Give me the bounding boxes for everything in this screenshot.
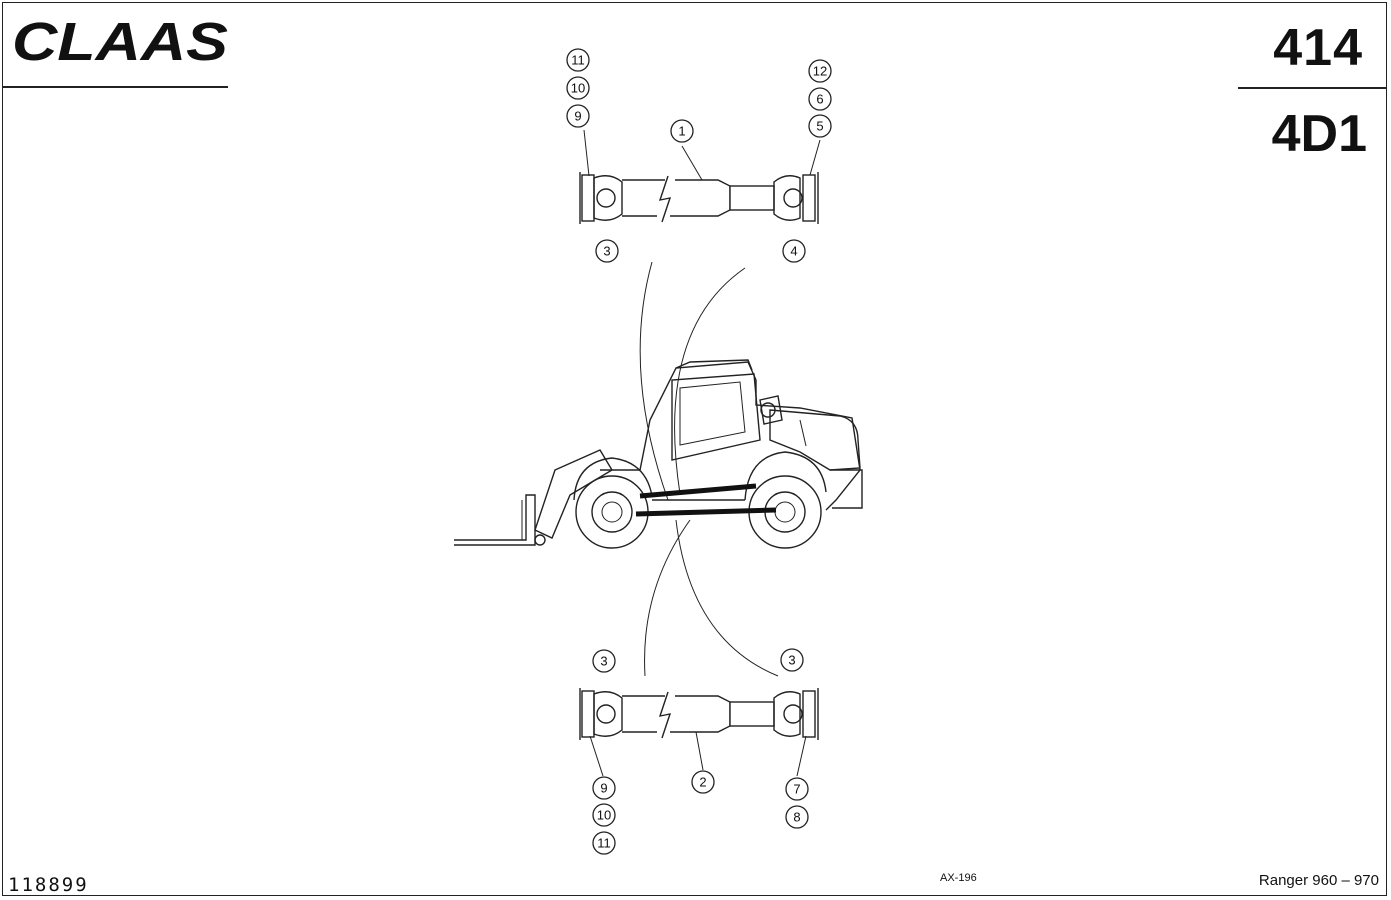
callout-8: 8: [785, 805, 809, 829]
svg-text:9: 9: [574, 109, 581, 124]
svg-text:7: 7: [793, 782, 800, 797]
callout-3-lower-left: 3: [592, 649, 616, 673]
callout-2: 2: [691, 770, 715, 794]
claas-logo: CLAAS: [12, 14, 228, 70]
reference-lines: [639, 261, 779, 677]
model-designation: Ranger 960 – 970: [1258, 872, 1379, 889]
svg-text:11: 11: [571, 53, 585, 68]
callout-3-upper: 3: [595, 239, 619, 263]
logo-rule: [3, 86, 228, 88]
svg-text:11: 11: [597, 836, 611, 851]
svg-text:9: 9: [600, 781, 607, 796]
callout-3-lower-right: 3: [780, 648, 804, 672]
svg-text:1: 1: [678, 124, 685, 139]
callout-7: 7: [785, 777, 809, 801]
svg-text:3: 3: [788, 653, 795, 668]
sheet-number: 414: [1273, 19, 1363, 77]
telehandler-vehicle: [454, 359, 863, 549]
svg-text:10: 10: [597, 808, 611, 823]
callout-12: 12: [808, 59, 832, 83]
callout-9-upper: 9: [566, 104, 590, 128]
callout-6: 6: [808, 87, 832, 111]
svg-text:3: 3: [603, 244, 610, 259]
svg-text:6: 6: [816, 92, 823, 107]
callout-1: 1: [670, 119, 694, 143]
callout-10-upper: 10: [566, 76, 590, 100]
callout-4: 4: [782, 239, 806, 263]
lower-drive-shaft: [579, 688, 819, 777]
group-code: 4D1: [1271, 105, 1367, 163]
callout-11-upper: 11: [566, 48, 590, 72]
callout-11-lower: 11: [592, 831, 616, 855]
svg-text:8: 8: [793, 810, 800, 825]
drawing-number: 118899: [8, 874, 89, 896]
svg-text:4: 4: [790, 244, 797, 259]
svg-text:3: 3: [600, 654, 607, 669]
callout-5: 5: [808, 114, 832, 138]
callout-9-lower: 9: [592, 776, 616, 800]
callout-10-lower: 10: [592, 803, 616, 827]
svg-text:5: 5: [816, 119, 823, 134]
svg-text:2: 2: [699, 775, 706, 790]
upper-drive-shaft: [579, 129, 821, 224]
svg-text:12: 12: [813, 64, 827, 79]
sheet-number-rule: [1238, 87, 1386, 89]
brand-logo-text: CLAAS: [12, 14, 228, 70]
reference-code: AX-196: [940, 872, 977, 884]
svg-text:10: 10: [571, 81, 585, 96]
